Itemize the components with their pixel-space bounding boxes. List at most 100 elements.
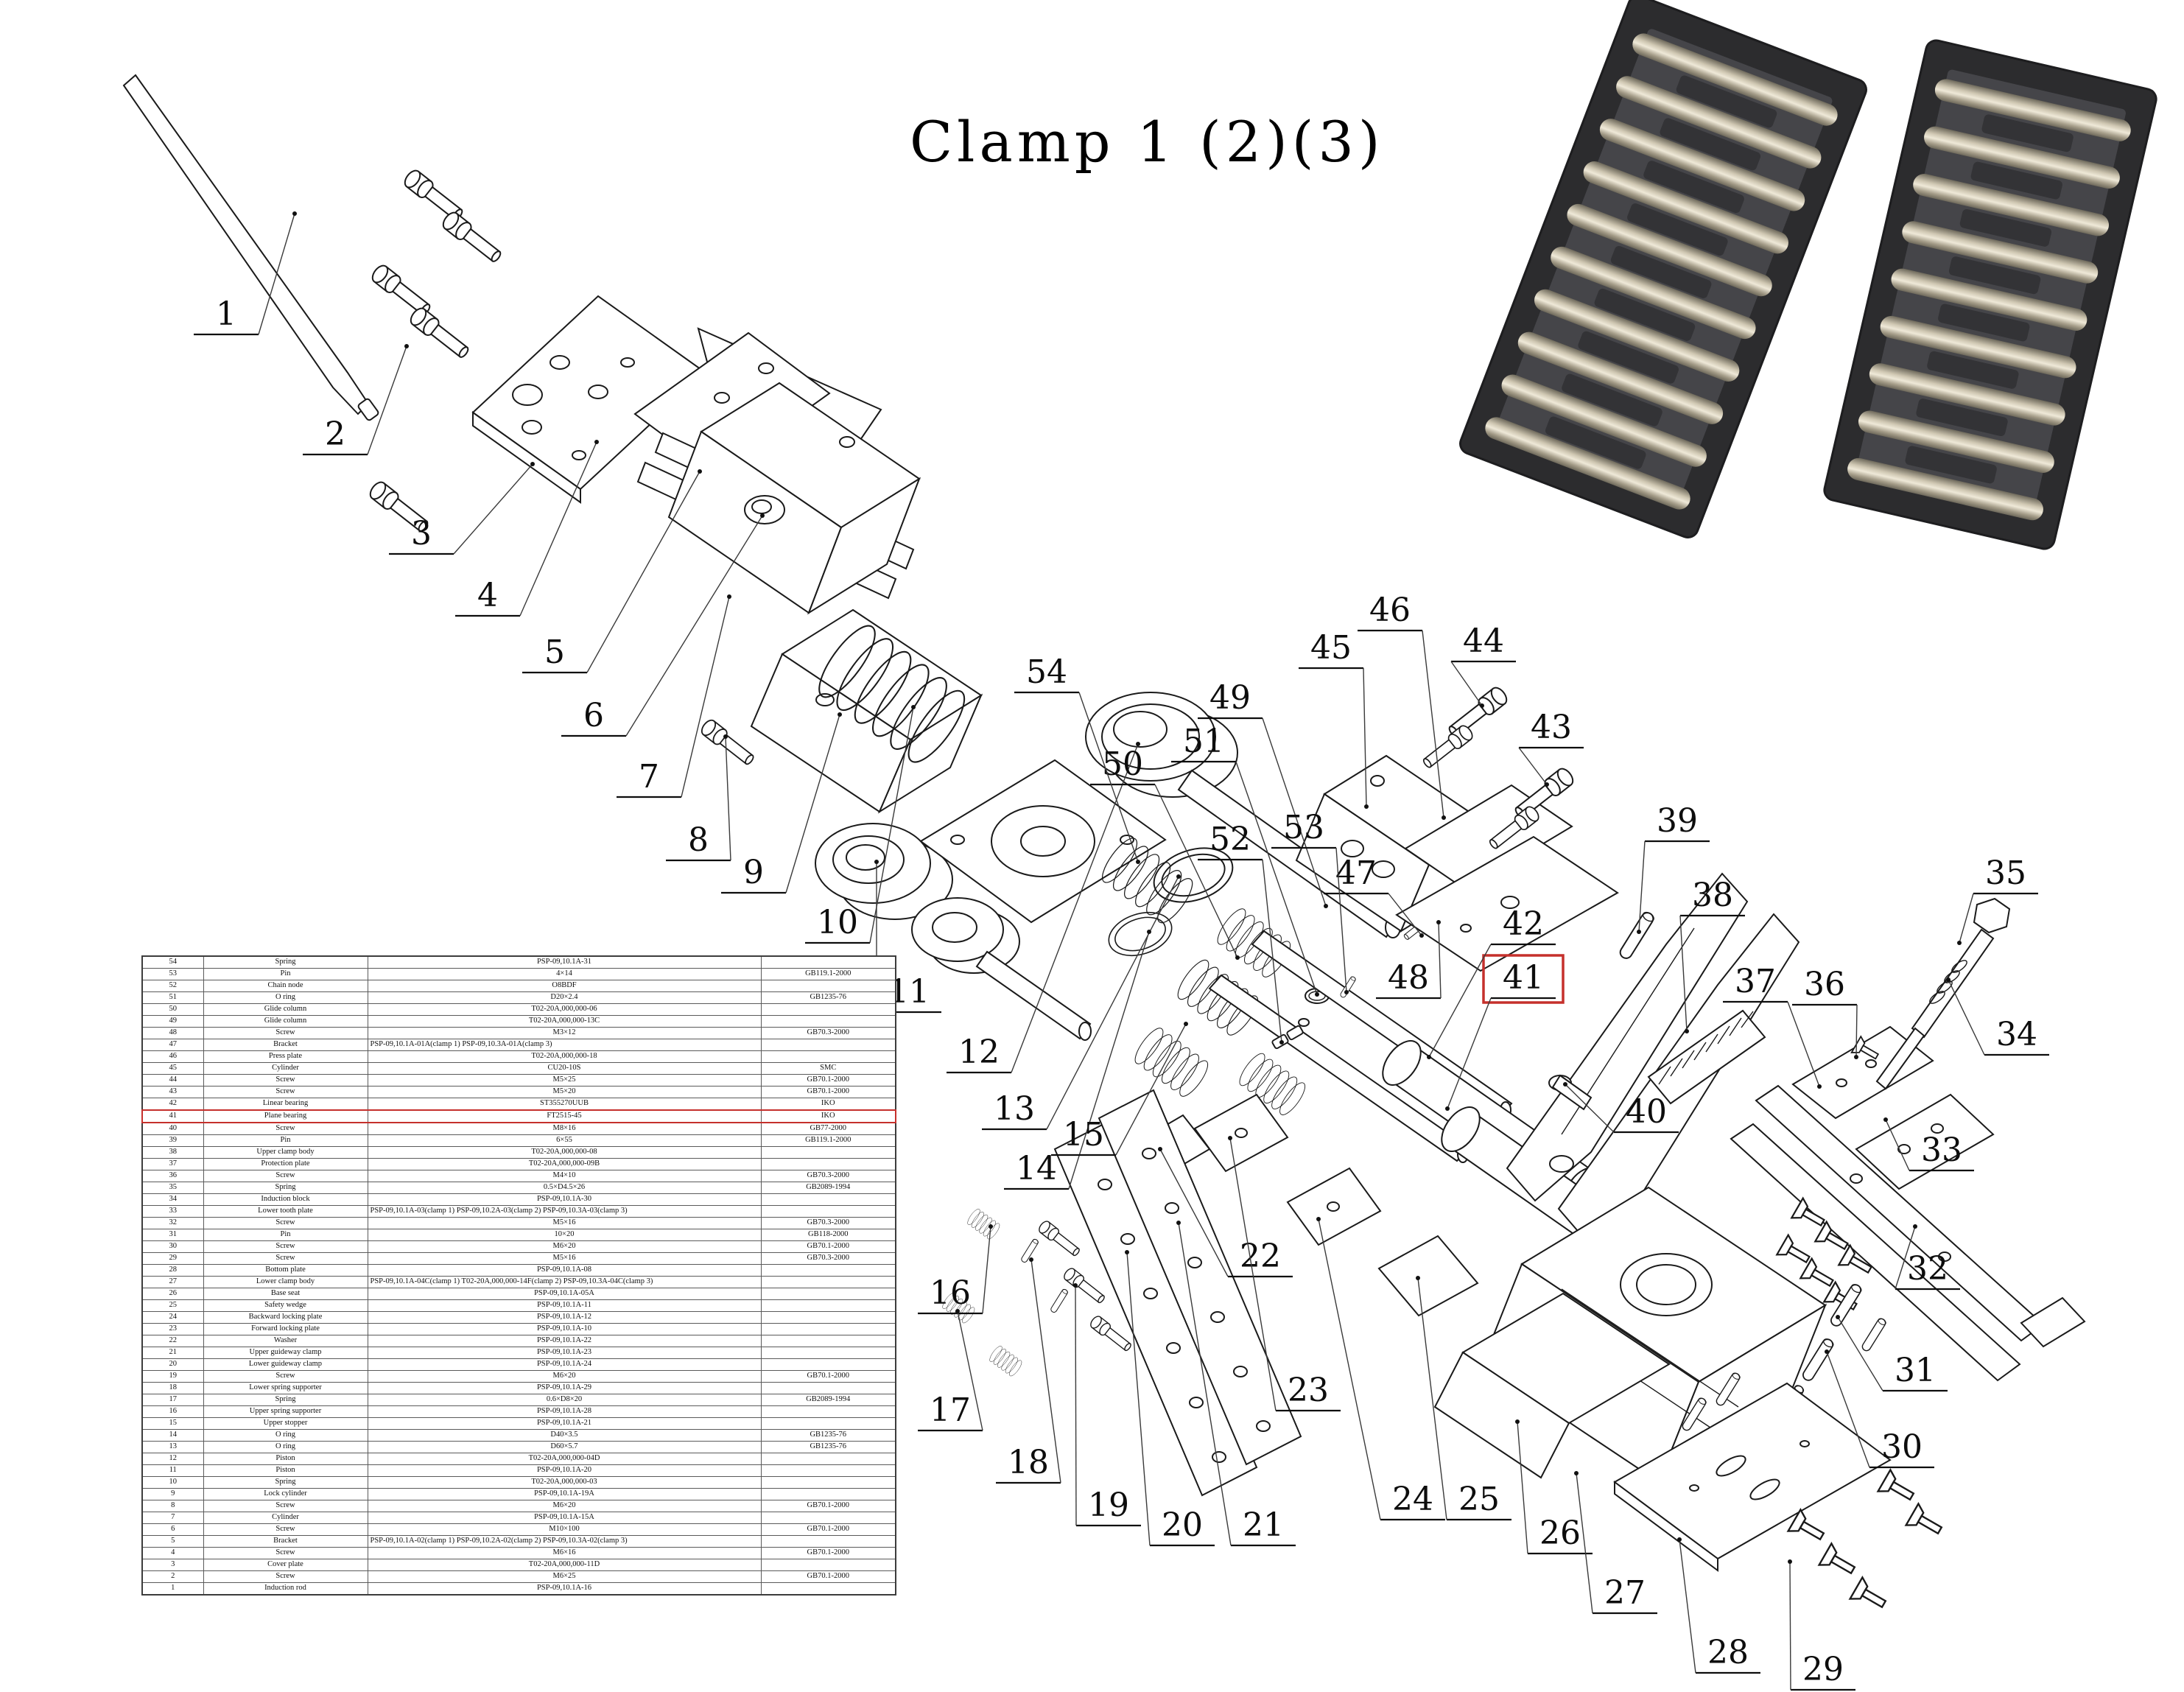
part-no: 38 [141, 1146, 204, 1159]
rollers [1847, 79, 2131, 521]
callout-number: 5 [544, 633, 565, 671]
part-standard: GB70.1-2000 [760, 1074, 896, 1087]
part-name: Screw [203, 1240, 368, 1253]
callout-number: 38 [1692, 877, 1733, 914]
callout-number: 31 [1895, 1352, 1936, 1389]
part-no: 26 [141, 1288, 204, 1300]
callout-4: 4 [455, 440, 599, 617]
callout-number: 39 [1657, 802, 1698, 840]
part-name: Bracket [203, 1535, 368, 1548]
part-name: Glide column [203, 1003, 368, 1016]
callout-20: 20 [1125, 1250, 1215, 1547]
part-no: 20 [141, 1358, 204, 1371]
part-standard [760, 1003, 896, 1016]
part-no: 18 [141, 1382, 204, 1394]
part-standard: GB119.1-2000 [760, 968, 896, 980]
callout-number: 43 [1531, 709, 1572, 746]
part-no: 3 [141, 1559, 204, 1571]
part-standard: GB2089-1994 [760, 1182, 896, 1194]
part-standard [760, 1158, 896, 1170]
part-no: 7 [141, 1512, 204, 1524]
part-spec: PSP-09,10.1A-03(clamp 1) PSP-09,10.2A-03… [367, 1205, 762, 1218]
callout-number: 28 [1707, 1634, 1749, 1671]
callout-3: 3 [389, 462, 535, 555]
page-title: Clamp 1 (2)(3) [910, 109, 1385, 175]
callout-17: 17 [918, 1309, 983, 1432]
part-spec: PSP-09,10.1A-19A [367, 1488, 762, 1500]
part-spec: T02-20A,000,000-09B [367, 1158, 762, 1170]
cover-plate [471, 295, 707, 504]
part-name: Backward locking plate [203, 1311, 368, 1324]
part-spec: PSP-09,10.1A-12 [367, 1311, 762, 1324]
part-standard: GB70.1-2000 [760, 1240, 896, 1253]
callout-number: 46 [1369, 592, 1411, 629]
callout-27: 27 [1574, 1471, 1657, 1615]
part-spec: PSP-09,10.1A-05A [367, 1288, 762, 1300]
part-name: Induction block [203, 1193, 368, 1206]
guideway-plates [1053, 1089, 1302, 1497]
callout-number: 15 [1063, 1116, 1104, 1154]
part-spec: D20×2.4 [367, 991, 762, 1004]
part-standard: GB118-2000 [760, 1229, 896, 1241]
part-no: 33 [141, 1205, 204, 1218]
part-spec: PSP-09,10.1A-11 [367, 1299, 762, 1312]
part-name: Protection plate [203, 1158, 368, 1170]
part-no: 41 [141, 1109, 204, 1123]
part-no: 48 [141, 1027, 204, 1039]
part-spec: T02-20A,000,000-18 [367, 1050, 762, 1063]
part-name: Upper clamp body [203, 1146, 368, 1159]
part-spec: PSP-09,10.1A-20 [367, 1464, 762, 1477]
piston-11 [815, 823, 953, 920]
part-no: 28 [141, 1264, 204, 1277]
callout-number: 36 [1804, 966, 1845, 1003]
callout-number: 53 [1283, 809, 1324, 846]
callout-47: 47 [1324, 854, 1424, 938]
part-standard [760, 1039, 896, 1051]
part-no: 4 [141, 1547, 204, 1559]
part-spec: D60×5.7 [367, 1441, 762, 1453]
part-no: 43 [141, 1086, 204, 1098]
part-no: 36 [141, 1170, 204, 1182]
part-name: Screw [203, 1523, 368, 1536]
part-name: Screw [203, 1170, 368, 1182]
part-standard: IKO [760, 1098, 896, 1111]
part-standard: SMC [760, 1062, 896, 1075]
part-name: Screw [203, 1500, 368, 1512]
part-name: Cylinder [203, 1512, 368, 1524]
callout-40: 40 [1563, 1082, 1679, 1134]
cage-webs [1905, 114, 2074, 484]
part-spec: T02-20A,000,000-04D [367, 1453, 762, 1465]
part-standard [760, 1288, 896, 1300]
part-standard [760, 1488, 896, 1500]
part-spec: O8BDF [367, 980, 762, 992]
part-no: 6 [141, 1523, 204, 1536]
callout-9: 9 [721, 712, 842, 894]
part-no: 37 [141, 1158, 204, 1170]
part-name: Pin [203, 1134, 368, 1147]
part-no: 23 [141, 1323, 204, 1335]
part-no: 51 [141, 991, 204, 1004]
callout-number: 54 [1026, 653, 1067, 691]
part-spec: D40×3.5 [367, 1429, 762, 1442]
part-no: 25 [141, 1299, 204, 1312]
part-spec: PSP-09,10.1A-23 [367, 1347, 762, 1359]
callout-number: 52 [1209, 821, 1251, 858]
part-no: 2 [141, 1570, 204, 1583]
callout-52: 52 [1198, 821, 1284, 1045]
part-spec: M8×16 [367, 1122, 762, 1135]
part-standard [760, 1582, 896, 1596]
part-spec: 6×55 [367, 1134, 762, 1147]
callout-number: 51 [1183, 723, 1224, 760]
